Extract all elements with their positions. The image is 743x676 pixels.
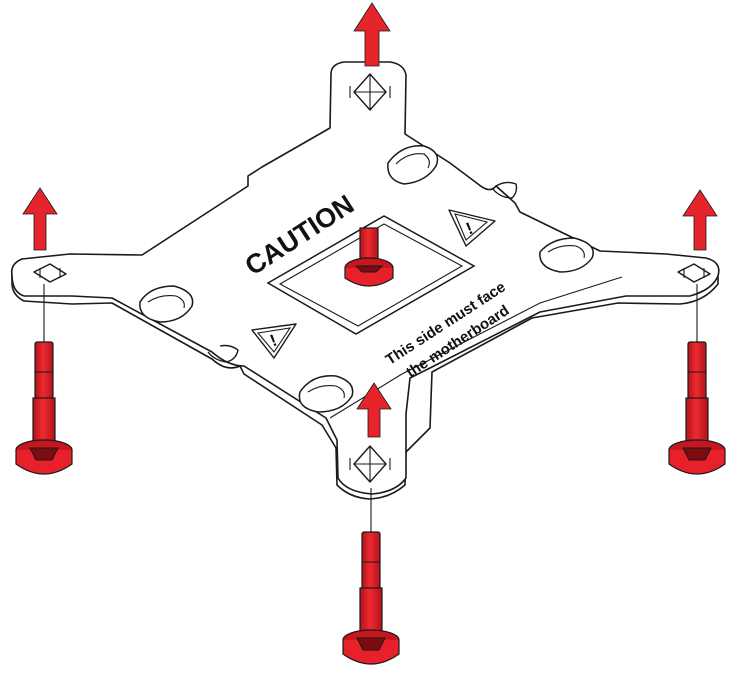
arrow-up-icon: [23, 188, 57, 250]
thumb-screw-icon: [669, 342, 725, 474]
arrow-up-icon: [683, 190, 717, 250]
thumb-screw-icon: [343, 532, 399, 664]
thumb-screw-icon: [16, 342, 72, 474]
arrow-up-icon: [354, 3, 390, 66]
